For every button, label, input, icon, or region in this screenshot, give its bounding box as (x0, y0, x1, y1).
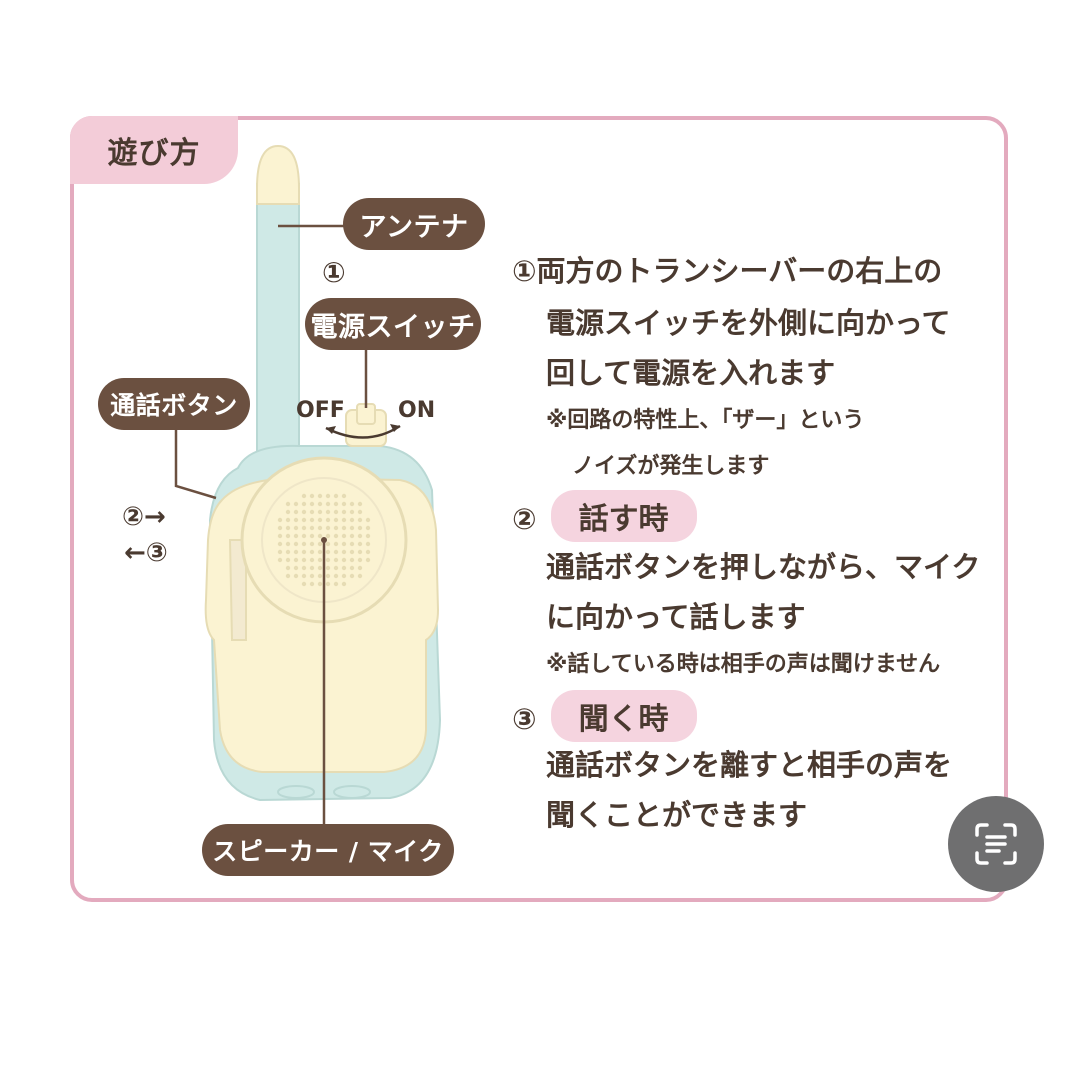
step2-note: ※話している時は相手の声は聞けません (546, 652, 941, 677)
step1-line1: ①両方のトランシーバーの右上の (512, 254, 943, 288)
step2-line2: に向かって話します (546, 600, 806, 634)
step3-title: 聞く時 (550, 690, 697, 742)
talk-button-label: 通話ボタン (98, 378, 250, 430)
page-title: 遊び方 (70, 116, 238, 184)
on-label: ON (398, 398, 436, 423)
step1-line2: 電源スイッチを外側に向かって (546, 306, 951, 340)
step3-line2: 聞くことができます (546, 798, 808, 832)
power-switch-icon (345, 403, 387, 447)
step2-line1: 通話ボタンを押しながら、マイク (546, 550, 981, 584)
step3-line1: 通話ボタンを離すと相手の声を (546, 748, 953, 782)
step2-number: ② (512, 502, 537, 536)
step2-header: ② 話す時 (512, 490, 697, 542)
step3-header: ③ 聞く時 (512, 690, 697, 742)
speaker-mic-label: スピーカー / マイク (202, 824, 454, 876)
release-arrow-label: ←③ (124, 538, 168, 568)
step3-number: ③ (512, 702, 537, 736)
power-step-number: ① (322, 256, 346, 289)
scan-text-button[interactable] (948, 796, 1044, 892)
step2-title: 話す時 (550, 490, 697, 542)
antenna-label: アンテナ (343, 198, 485, 250)
step1-note-line1: ※回路の特性上、「ザー」という (546, 408, 865, 433)
antenna-icon (256, 144, 300, 485)
scan-text-icon (975, 823, 1017, 865)
step1-note-line2: ノイズが発生します (572, 454, 770, 479)
off-label: OFF (296, 398, 345, 423)
step1-line3: 回して電源を入れます (546, 356, 836, 390)
power-switch-label: 電源スイッチ (305, 298, 481, 350)
press-arrow-label: ②→ (122, 502, 166, 532)
